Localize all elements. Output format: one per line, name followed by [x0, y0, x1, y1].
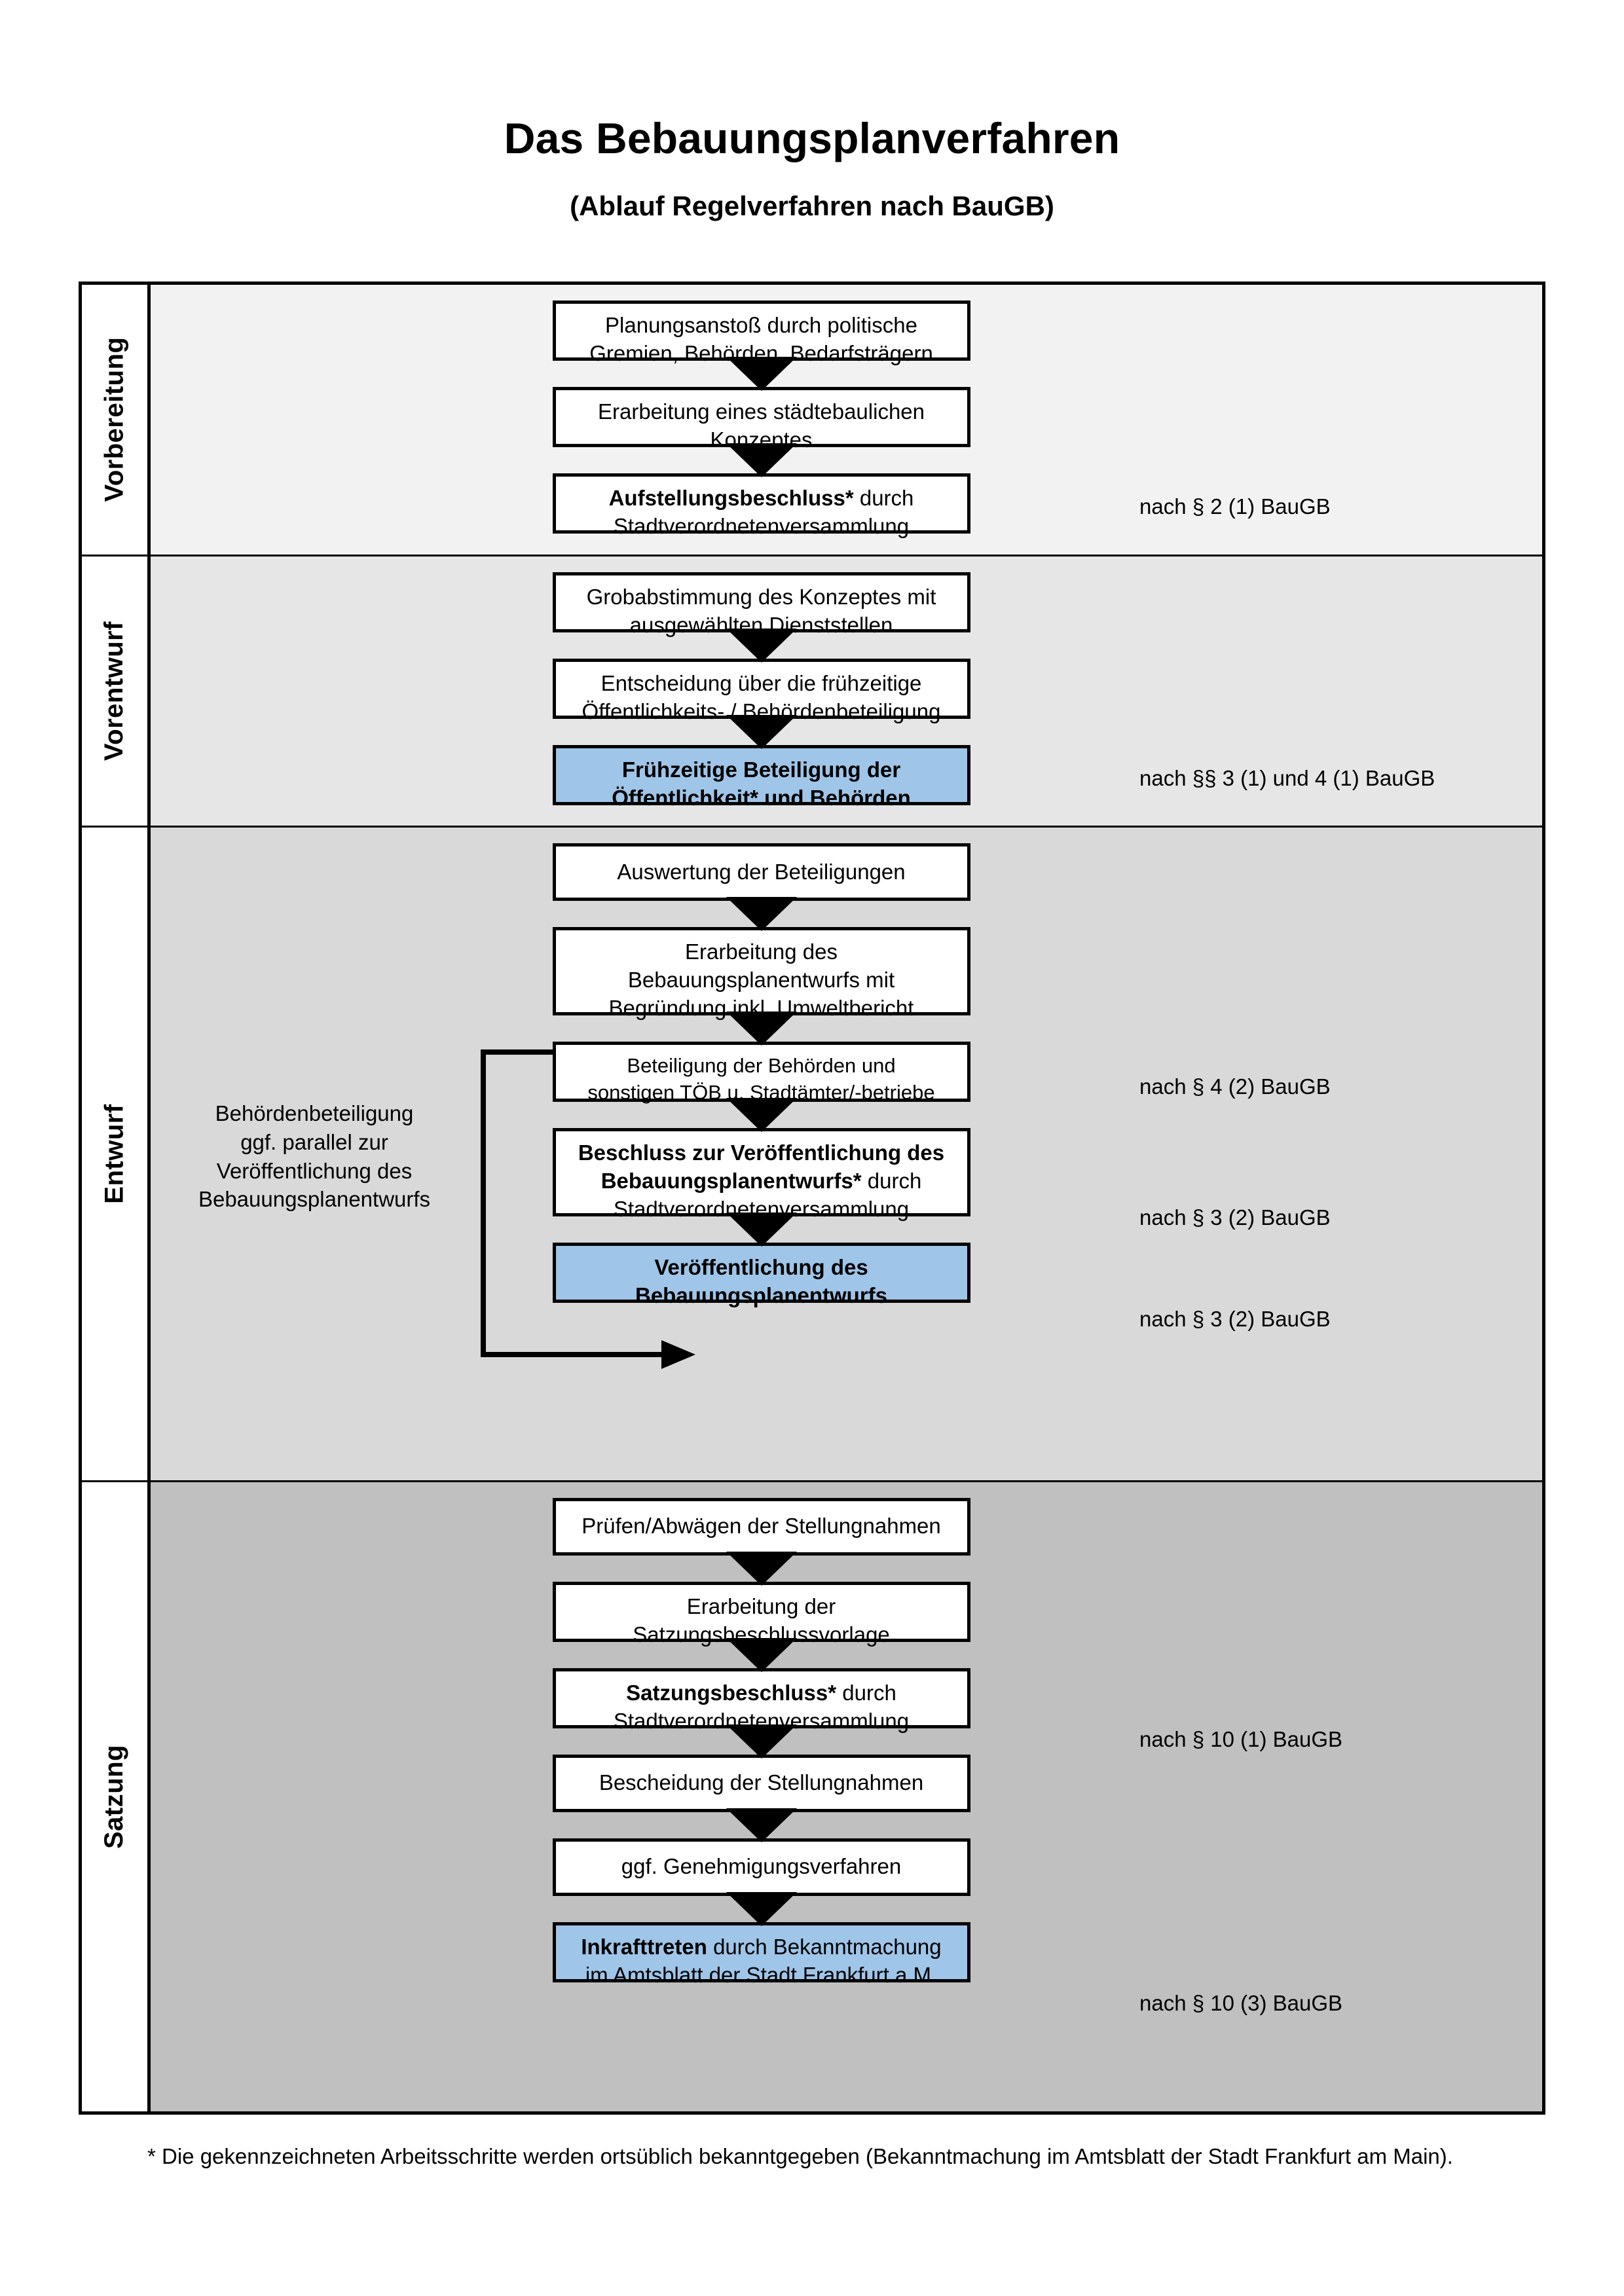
step-line: Beteiligung der Behörden und: [627, 1054, 896, 1078]
step-box-grobabstimmung[interactable]: Grobabstimmung des Konzeptes mit ausgewä…: [552, 572, 970, 637]
annotation-paragraph-3-2-b: nach § 3 (2) BauGB: [1139, 1307, 1331, 1332]
step-line: Öffentlichkeit* und Behörden: [612, 785, 911, 810]
step-line: Entscheidung über die frühzeitige: [600, 670, 922, 695]
parallel-note-line: ggf. parallel zur: [240, 1129, 388, 1154]
step-line: Beschluss zur Veröffentlichung des: [578, 1140, 945, 1165]
phase-section-satzung: Satzung Prüfen/Abwägen der Stellungnahme…: [82, 1482, 1542, 2111]
step-box-veroeffentlichung-entwurf[interactable]: Veröffentlichung des Bebauungsplanentwur…: [552, 1243, 970, 1307]
page-header: Das Bebauungsplanverfahren (Ablauf Regel…: [0, 0, 1624, 221]
step-line: Veröffentlichung des: [654, 1255, 868, 1280]
step-emphasis: Bebauungsplanentwurfs*: [600, 1169, 862, 1194]
phase-section-vorentwurf: Vorentwurf Grobabstimmung des Konzeptes …: [82, 556, 1542, 828]
phase-section-entwurf: Entwurf Behördenbeteiligung ggf. paralle…: [82, 828, 1542, 1482]
step-box-inkrafttreten[interactable]: Inkrafttreten durch Bekanntmachung im Am…: [552, 1922, 970, 1987]
step-line: Grobabstimmung des Konzeptes mit: [586, 584, 936, 609]
page-subtitle: (Ablauf Regelverfahren nach BauGB): [570, 190, 1054, 221]
phase-label-text: Entwurf: [100, 1104, 129, 1204]
phase-label-text: Vorbereitung: [100, 337, 129, 502]
page-title: Das Bebauungsplanverfahren: [504, 114, 1120, 162]
parallel-note-line: Behördenbeteiligung: [215, 1101, 414, 1126]
step-box-satzungsbeschluss[interactable]: Satzungsbeschluss* durch Stadtverordnete…: [552, 1667, 970, 1733]
flow-arrow-icon: [553, 1812, 970, 1838]
phase-label-vorentwurf: Vorentwurf: [82, 556, 151, 826]
step-line: Prüfen/Abwägen der Stellungnahmen: [581, 1514, 941, 1539]
step-box-erarbeitung-satzungsbeschlussvorlage[interactable]: Erarbeitung der Satzungsbeschlussvorlage: [552, 1581, 970, 1647]
parallel-note: Behördenbeteiligung ggf. parallel zur Ve…: [177, 1099, 452, 1213]
step-emphasis: Satzungsbeschluss*: [626, 1680, 837, 1705]
phase-label-entwurf: Entwurf: [82, 828, 151, 1480]
annotation-paragraph-2-1: nach § 2 (1) BauGB: [1139, 494, 1331, 519]
step-box-aufstellungsbeschluss[interactable]: Aufstellungsbeschluss* durch Stadtverord…: [552, 473, 970, 538]
annotation-paragraph-10-3: nach § 10 (3) BauGB: [1139, 1990, 1343, 2015]
parallel-note-line: Bebauungsplanentwurfs: [198, 1187, 431, 1212]
step-box-planungsanstoss[interactable]: Planungsanstoß durch politische Gremien,…: [552, 301, 970, 365]
step-box-auswertung-beteiligungen[interactable]: Auswertung der Beteiligungen: [552, 843, 970, 902]
step-box-beteiligung-behoerden-toeb[interactable]: Beteiligung der Behörden und sonstigen T…: [552, 1042, 970, 1104]
annotation-paragraph-10-1: nach § 10 (1) BauGB: [1139, 1726, 1343, 1751]
flow-arrow-icon: [553, 1102, 970, 1128]
annotation-paragraph-3-2-a: nach § 3 (2) BauGB: [1139, 1205, 1331, 1230]
phase-body-vorbereitung: Planungsanstoß durch politische Gremien,…: [151, 285, 1542, 555]
step-line: Aufstellungsbeschluss* durch: [565, 484, 958, 513]
phase-body-vorentwurf: Grobabstimmung des Konzeptes mit ausgewä…: [151, 556, 1542, 826]
parallel-note-line: Veröffentlichung des: [216, 1158, 413, 1183]
process-diagram: Vorbereitung Planungsanstoß durch politi…: [79, 282, 1545, 2115]
step-line-rest: durch Bekanntmachung: [707, 1934, 942, 1959]
flow-arrow-icon: [553, 901, 970, 927]
phase-body-satzung: Prüfen/Abwägen der Stellungnahmen Erarbe…: [151, 1482, 1542, 2111]
annotation-paragraph-4-2: nach § 4 (2) BauGB: [1139, 1074, 1331, 1099]
step-box-staedtebauliches-konzept[interactable]: Erarbeitung eines städtebaulichen Konzep…: [552, 387, 970, 452]
step-line: Bescheidung der Stellungnahmen: [599, 1770, 924, 1795]
step-box-fruehzeitige-beteiligung[interactable]: Frühzeitige Beteiligung der Öffentlichke…: [552, 744, 970, 810]
step-box-pruefen-abwaegen[interactable]: Prüfen/Abwägen der Stellungnahmen: [552, 1497, 970, 1556]
step-line: Erarbeitung der: [686, 1594, 836, 1618]
step-line: Satzungsbeschluss* durch: [565, 1679, 958, 1707]
step-box-beschluss-veroeffentlichung[interactable]: Beschluss zur Veröffentlichung des Bebau…: [552, 1128, 970, 1221]
step-line: ggf. Genehmigungsverfahren: [621, 1854, 902, 1879]
step-box-entscheidung-beteiligung[interactable]: Entscheidung über die frühzeitige Öffent…: [552, 658, 970, 723]
step-line: Auswertung der Beteiligungen: [617, 859, 906, 884]
step-line-rest: durch: [836, 1680, 896, 1705]
step-line: Inkrafttreten durch Bekanntmachung: [565, 1933, 958, 1961]
step-emphasis: Aufstellungsbeschluss*: [608, 486, 854, 510]
phase-section-vorbereitung: Vorbereitung Planungsanstoß durch politi…: [82, 285, 1542, 556]
flow-arrow-icon: [553, 1896, 970, 1922]
step-line: Planungsanstoß durch politische: [605, 313, 917, 337]
step-line: Bebauungsplanentwurfs* durch: [565, 1167, 958, 1195]
step-line: Stadtverordnetenversammlung: [613, 513, 910, 538]
step-line: im Amtsblatt der Stadt Frankfurt a.M.: [585, 1962, 938, 1987]
footnote: * Die gekennzeichneten Arbeitsschritte w…: [147, 2144, 1453, 2168]
step-line-rest: durch: [853, 486, 914, 510]
step-line: Erarbeitung eines städtebaulichen: [597, 399, 925, 424]
flow-arrow-icon: [553, 1556, 970, 1582]
step-box-genehmigungsverfahren[interactable]: ggf. Genehmigungsverfahren: [552, 1838, 970, 1896]
step-line: Erarbeitung des: [685, 939, 838, 964]
phase-label-text: Vorentwurf: [100, 621, 129, 761]
step-box-erarbeitung-bebauungsplanentwurf[interactable]: Erarbeitung des Bebauungsplanentwurfs mi…: [552, 927, 970, 1020]
step-line: Frühzeitige Beteiligung der: [621, 757, 901, 782]
step-line: Bebauungsplanentwurfs mit: [627, 968, 895, 993]
phase-label-vorbereitung: Vorbereitung: [82, 285, 151, 555]
phase-label-text: Satzung: [100, 1744, 129, 1849]
phase-label-satzung: Satzung: [82, 1482, 151, 2111]
step-line-rest: durch: [861, 1169, 922, 1194]
step-box-bescheidung-stellungnahmen[interactable]: Bescheidung der Stellungnahmen: [552, 1754, 970, 1812]
phase-body-entwurf: Behördenbeteiligung ggf. parallel zur Ve…: [151, 828, 1542, 1480]
step-emphasis: Inkrafttreten: [581, 1934, 707, 1959]
annotation-paragraph-3-1-4-1: nach §§ 3 (1) und 4 (1) BauGB: [1139, 765, 1435, 790]
step-line: Bebauungsplanentwurfs: [635, 1283, 888, 1308]
